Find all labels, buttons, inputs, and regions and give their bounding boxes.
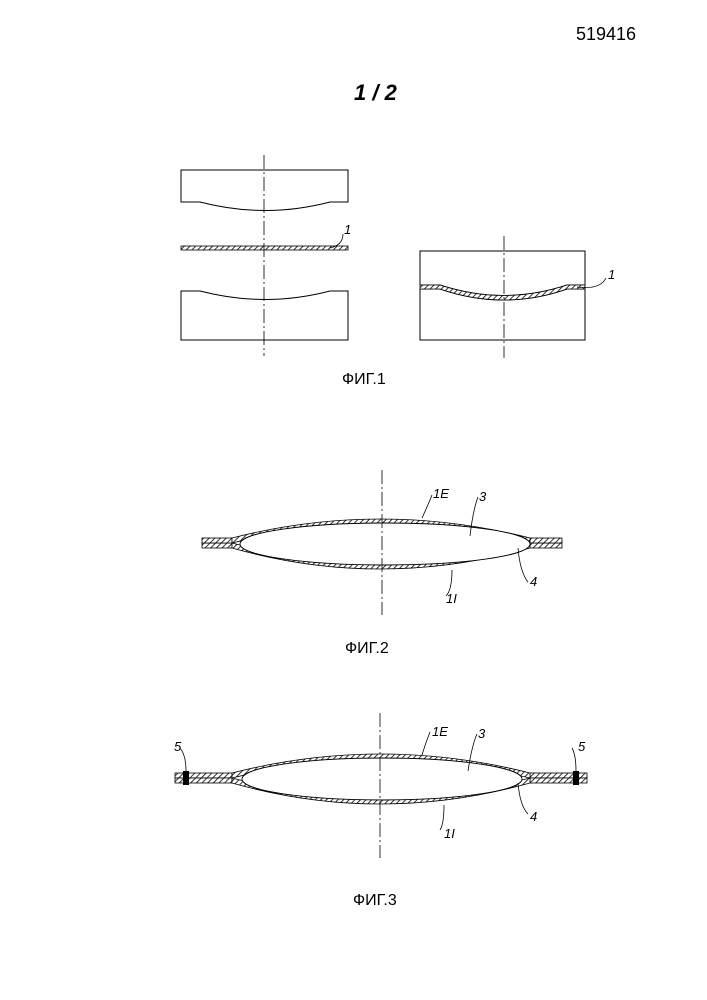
fig1-drawing: 1 1 xyxy=(181,155,615,358)
fig3-cavity xyxy=(242,758,522,800)
fig1-right-callout-1: 1 xyxy=(608,267,615,282)
fig2-leader-1e xyxy=(422,495,432,518)
fig3-callout-right-5: 5 xyxy=(578,739,586,754)
fig2-callout-1e: 1E xyxy=(433,486,449,501)
fig2-callout-3: 3 xyxy=(479,489,487,504)
fig3-callout-1e: 1E xyxy=(432,724,448,739)
fig2-right-flange-lower xyxy=(530,543,562,548)
fig1-left-callout-1: 1 xyxy=(344,222,351,237)
fig2-right-flange-upper xyxy=(530,538,562,543)
fig2-left-flange-lower xyxy=(202,543,232,548)
fig3-callout-4: 4 xyxy=(530,809,537,824)
fig2-drawing: 1E 3 4 1I xyxy=(202,470,562,615)
fig3-right-weld xyxy=(573,771,579,785)
fig2-leader-4 xyxy=(518,548,528,582)
fig3-left-weld xyxy=(183,771,189,785)
fig2-callout-4: 4 xyxy=(530,574,537,589)
fig1-formed-sheet xyxy=(420,285,585,300)
fig2-cavity xyxy=(240,523,530,565)
fig2-left-flange-upper xyxy=(202,538,232,543)
fig3-caption: ФИГ.3 xyxy=(353,892,397,910)
fig3-leader-1e xyxy=(422,732,430,755)
fig1-flat-sheet xyxy=(181,246,348,250)
fig2-callout-1i: 1I xyxy=(446,591,457,606)
fig3-drawing: 5 1E 3 5 4 1I xyxy=(174,713,587,858)
fig1-lower-die xyxy=(181,291,348,340)
fig3-leader-right-5 xyxy=(572,748,576,771)
fig3-callout-left-5: 5 xyxy=(174,739,182,754)
fig1-caption: ФИГ.1 xyxy=(342,371,386,389)
fig3-callout-3: 3 xyxy=(478,726,486,741)
fig3-leader-4 xyxy=(518,783,528,814)
fig1-upper-die xyxy=(181,170,348,211)
fig3-callout-1i: 1I xyxy=(444,826,455,841)
fig2-caption: ФИГ.2 xyxy=(345,640,389,658)
